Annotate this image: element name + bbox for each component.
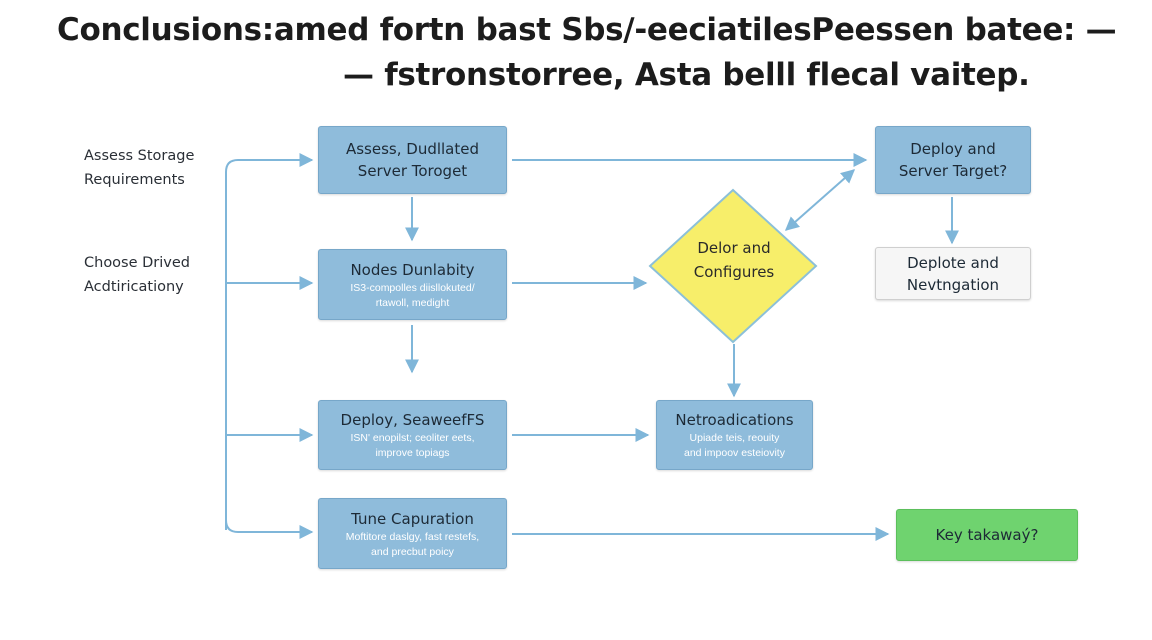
arrow-bus-to-tune — [225, 519, 314, 539]
side-label-assess-storage: Assess Storage Requirements — [84, 144, 194, 192]
box-line: Server Toroget — [357, 162, 468, 180]
box-subtitle: improve topiags — [375, 447, 450, 459]
box-subtitle: Moftitore daslgy, fast restefs, — [345, 530, 480, 543]
box-subtitle: rtawoll, medight — [375, 296, 450, 309]
box-line: Assess, Dudllated — [345, 140, 480, 158]
nodes-durability-box: Nodes Dunlabity IS3-compolles diisllokut… — [318, 249, 507, 320]
arrow-decision-deploy-server-bidirectional — [784, 169, 856, 231]
notifications-box: Netroadications Upiade teis, reouity and… — [656, 400, 813, 470]
decision-label: Delor and Configures — [665, 236, 803, 284]
deploy-seaweedfs-box: Deploy, SeaweefFS ISN' enopilst; ceolite… — [318, 400, 507, 470]
deplote-nevtngation-box: Deplote and Nevtngation — [875, 247, 1031, 300]
box-title: Nodes Dunlabity — [350, 260, 475, 279]
box-line: Key takawaý? — [935, 526, 1039, 544]
decision-label-line: Configures — [693, 263, 775, 281]
key-takeaway-box: Key takawaý? — [896, 509, 1078, 561]
box-line: Server Target? — [898, 162, 1008, 180]
box-line: Deploy and — [910, 140, 996, 158]
deploy-server-target-box: Deploy and Server Target? — [875, 126, 1031, 194]
box-title: Deploy, SeaweefFS — [340, 411, 485, 429]
side-label-choose-drived: Choose Drived Acdtiricationy — [84, 251, 190, 299]
page-title-line-2: — fstronstorree, Asta belll flecal vaite… — [343, 57, 1030, 93]
left-bus-line — [225, 159, 240, 530]
assess-server-target-box: Assess, Dudllated Server Toroget — [318, 126, 507, 194]
box-title: Tune Capuration — [351, 509, 474, 528]
box-line: Nevtngation — [906, 275, 1000, 294]
box-line: Deplote and — [907, 253, 999, 272]
side-label-line: Assess Storage — [84, 148, 195, 164]
box-subtitle: and impoov esteiovity — [684, 447, 785, 459]
box-title: Netroadications — [675, 411, 794, 429]
page-title-line-1: Conclusions:amed fortn bast Sbs/-eeciati… — [57, 12, 1117, 48]
box-subtitle: IS3-compolles diisllokuted/ — [350, 281, 475, 294]
side-label-line: Requirements — [84, 172, 185, 188]
box-subtitle: ISN' enopilst; ceoliter eets, — [350, 432, 475, 444]
box-subtitle: Upiade teis, reouity — [689, 432, 780, 444]
side-label-line: Choose Drived — [84, 255, 191, 271]
box-subtitle: and precbut poicy — [371, 545, 454, 558]
side-label-line: Acdtiricationy — [84, 279, 184, 295]
decision-label-line: Delor and — [697, 239, 771, 257]
tune-capuration-box: Tune Capuration Moftitore daslgy, fast r… — [318, 498, 507, 569]
decision-diamond — [648, 188, 818, 344]
